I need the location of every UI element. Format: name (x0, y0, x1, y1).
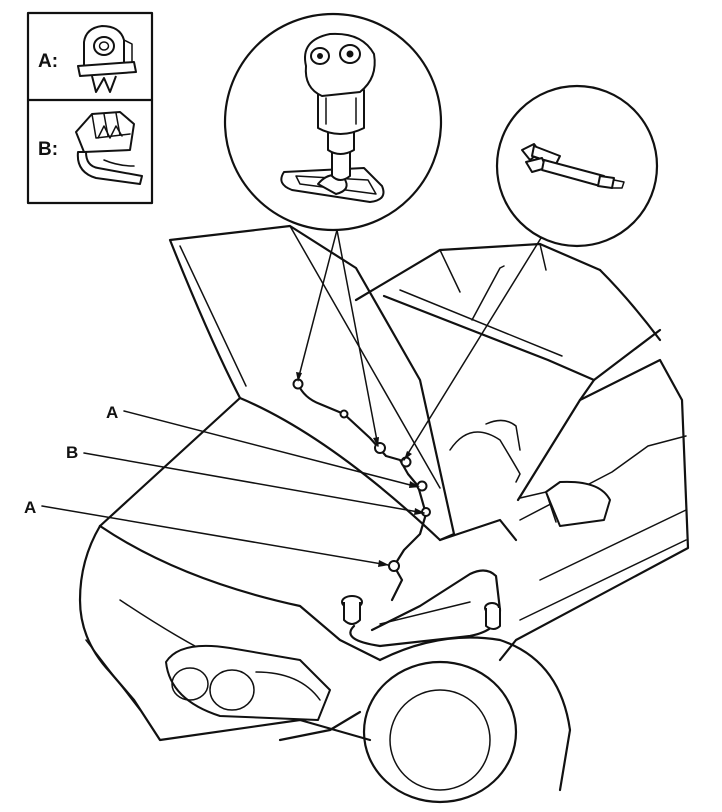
hose-connector-icon (521, 143, 625, 189)
washer-reservoir-icon (341, 569, 502, 648)
hose-clamp-icon (75, 111, 143, 185)
callout-label-a-upper: A (106, 403, 118, 422)
callout-a-upper: A (106, 403, 420, 488)
legend-key-a: A: (38, 51, 58, 72)
legend-box: A: B: (26, 11, 154, 205)
detail-view-connector (495, 84, 659, 248)
legend-item-b: B: (38, 111, 143, 185)
legend-key-b: B: (38, 139, 58, 160)
fastener-clip-icon (77, 25, 137, 93)
car-hood-open-icon (78, 224, 690, 804)
callout-b: B (66, 443, 425, 515)
detail-view-nozzle (223, 12, 443, 232)
callout-label-b: B (66, 443, 78, 462)
callout-label-a-lower: A (24, 498, 36, 517)
callout-a-lower: A (24, 498, 389, 567)
headlight-icon (165, 644, 331, 721)
washer-nozzle-icon (280, 32, 385, 203)
detail-leaders (296, 229, 542, 461)
legend-item-a: A: (38, 25, 137, 93)
